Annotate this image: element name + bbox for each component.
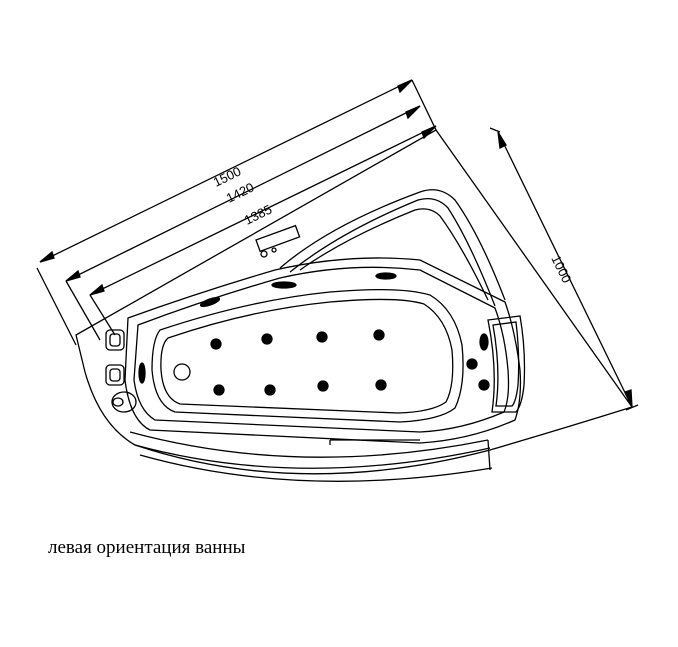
side-controls [105, 329, 137, 413]
dimension-1000-label: 1000 [548, 253, 574, 286]
side-jet-icon [479, 333, 489, 351]
tub-outer-shell [75, 129, 634, 482]
tub-rim [124, 189, 522, 444]
control-knob-icon [105, 329, 125, 351]
tub-basin [151, 288, 464, 445]
control-knob-icon [105, 364, 125, 386]
rim-jet-icon [138, 362, 146, 384]
jet-nozzle-icon [373, 329, 385, 341]
jet-nozzle-icon [466, 358, 478, 370]
jet-nozzle-icon-group [210, 329, 490, 396]
jet-nozzle-icon [213, 384, 225, 396]
orientation-caption: левая ориентация ванны [48, 537, 246, 558]
drain-icon [173, 363, 191, 381]
rim-jet-icon [271, 281, 297, 289]
jet-nozzle-icon [264, 384, 276, 396]
dimension-lines [36, 79, 639, 411]
rim-jet-icon [375, 272, 397, 280]
faucet-icon [111, 391, 137, 413]
jet-nozzle-icon [375, 379, 387, 391]
jet-nozzle-icon [317, 380, 329, 392]
jet-nozzle-icon [210, 338, 222, 350]
headrest-icon [487, 315, 526, 413]
jet-nozzle-icon [478, 379, 490, 391]
dimension-1385-label: 1385 [242, 202, 275, 228]
control-panel-icon [255, 224, 301, 258]
rim-jet-icon [199, 296, 221, 308]
jet-nozzle-icon [261, 333, 273, 345]
jet-nozzle-icon [316, 331, 328, 343]
